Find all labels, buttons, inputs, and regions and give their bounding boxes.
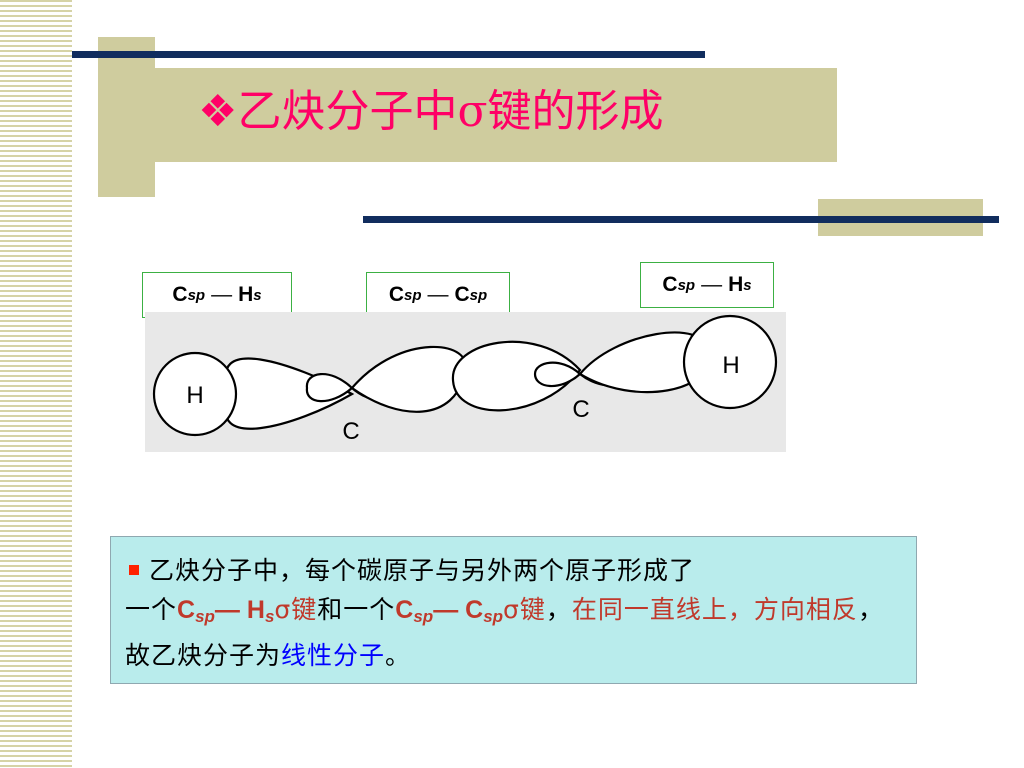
bond-dash: — — [214, 596, 247, 624]
sigma-bond-text: σ键 — [503, 595, 546, 624]
orbital-lobe-small-left — [305, 372, 354, 403]
atom-label-c-right: C — [572, 396, 589, 423]
subscript: s — [264, 607, 275, 626]
bond-dash: — — [427, 283, 449, 306]
note-text: 。 — [385, 641, 412, 670]
atom-symbol: C — [662, 273, 678, 296]
orbital-diagram: H C C H — [145, 312, 786, 452]
note-text: ， — [545, 595, 572, 624]
diamond-bullet-icon: ❖ — [198, 86, 238, 137]
note-line-2: 一个Csp— Hsσ键和一个Csp— Cspσ键，在同一直线上，方向相反，故乙炔… — [125, 590, 902, 675]
bond-dash: — — [211, 283, 233, 306]
atom-label-h-right: H — [722, 352, 739, 379]
atom-symbol: C — [177, 596, 196, 624]
emphasis-linear-molecule: 线性分子 — [281, 641, 386, 670]
orbital-diagram-svg: H C C H — [152, 314, 778, 445]
hydrogen-atom-left — [152, 351, 238, 437]
square-bullet-icon — [129, 565, 139, 575]
note-text: 一个 — [125, 595, 178, 624]
subscript: sp — [413, 607, 434, 626]
subscript: sp — [403, 286, 422, 304]
title-banner — [155, 68, 837, 162]
emphasis-collinear: 在同一直线上，方向相反 — [571, 595, 858, 624]
title-text-part2: 键的形成 — [487, 86, 664, 137]
subscript: s — [253, 286, 262, 304]
atom-symbol: C — [388, 283, 404, 306]
bond-csp-csp: Csp— Csp — [395, 596, 504, 626]
atom-symbol: C — [465, 596, 484, 624]
atom-symbol: H — [728, 273, 744, 296]
atom-symbol: H — [246, 596, 265, 624]
bond-dash: — — [701, 273, 723, 296]
orbital-lobe-c-c-right — [451, 340, 582, 412]
atom-symbol: C — [454, 283, 470, 306]
orbital-lobe-c-c-left — [350, 345, 467, 413]
decorative-line-top — [72, 51, 705, 58]
atom-label-h-left: H — [186, 382, 203, 409]
decorative-stripe — [0, 0, 72, 768]
title-text-part1: 乙炔分子中 — [237, 86, 458, 137]
sigma-bond-text: σ键 — [274, 595, 318, 624]
subscript: sp — [469, 286, 488, 304]
note-text: ，故乙炔分子为 — [125, 595, 884, 670]
decorative-block — [98, 37, 155, 197]
note-text: 和一个 — [317, 595, 396, 624]
slide-title: ❖乙炔分子中σ键的形成 — [198, 80, 664, 144]
orbital-lobe-small-right — [533, 361, 582, 388]
hydrogen-atom-right — [682, 314, 778, 410]
bond-dash: — — [433, 596, 466, 624]
title-sigma: σ — [457, 86, 488, 137]
subscript: sp — [483, 607, 504, 626]
atom-symbol: H — [238, 283, 254, 306]
atom-symbol: C — [172, 283, 188, 306]
note-line-1: 乙炔分子中，每个碳原子与另外两个原子形成了 — [125, 551, 902, 590]
explanation-box: 乙炔分子中，每个碳原子与另外两个原子形成了 一个Csp— Hsσ键和一个Csp—… — [110, 536, 917, 684]
atom-label-c-left: C — [342, 418, 359, 445]
subscript: s — [743, 276, 752, 294]
note-text: 乙炔分子中，每个碳原子与另外两个原子形成了 — [149, 556, 696, 585]
decorative-line-bottom — [363, 216, 999, 223]
subscript: sp — [677, 276, 696, 294]
subscript: sp — [195, 607, 215, 626]
subscript: sp — [187, 286, 206, 304]
bond-csp-hs: Csp— Hs — [177, 596, 275, 626]
atom-symbol: C — [395, 596, 414, 624]
